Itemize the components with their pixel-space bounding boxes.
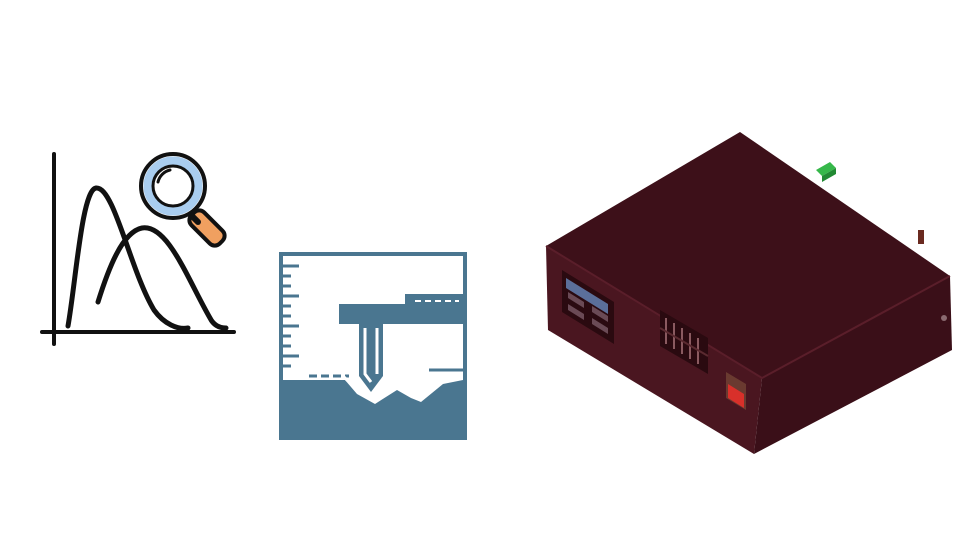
green-terminal-connector (816, 162, 836, 182)
controller-box-device-image (545, 132, 952, 454)
magnifier-over-distribution-curves-icon (40, 152, 236, 346)
probe-surface-measurement-icon (279, 252, 467, 440)
surface-probe-icon (279, 252, 467, 440)
power-switch (726, 372, 746, 410)
magnifier-icon (139, 152, 227, 248)
front-panel-display (562, 270, 614, 344)
terminal-block (659, 310, 709, 374)
curve-analysis-icon (38, 150, 243, 350)
controller-device (540, 128, 960, 458)
